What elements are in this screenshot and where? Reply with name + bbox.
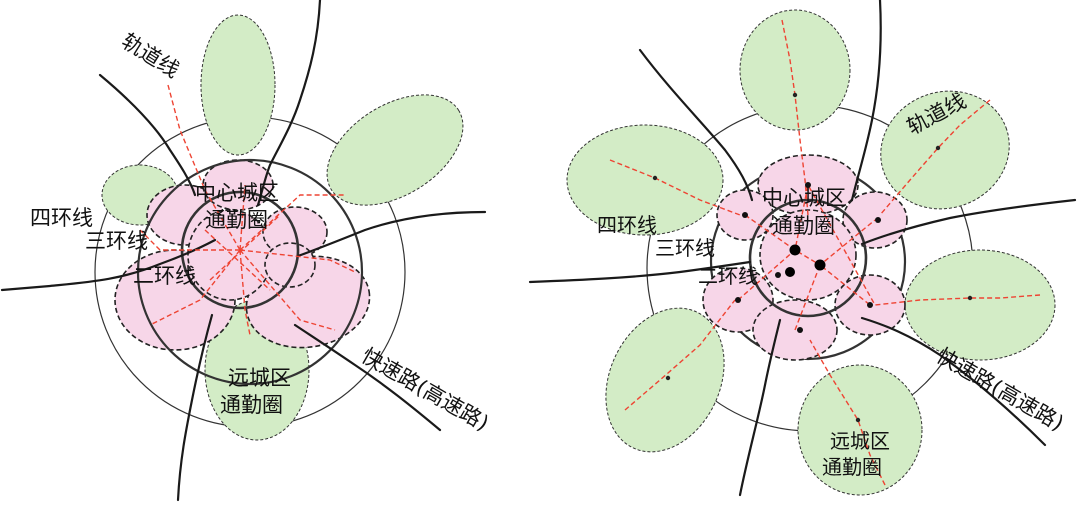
right-ring2-label: 二环线 (698, 264, 758, 288)
left-rail-line-label: 轨道线 (117, 29, 183, 83)
right-station-dot (735, 297, 741, 303)
right-outer-zone (566, 124, 724, 236)
right-station-dot (652, 175, 658, 181)
right-central-zone (759, 209, 857, 301)
right-core-station-dot (789, 244, 801, 256)
left-rail-line (204, 229, 271, 291)
left-rail-line (239, 194, 345, 251)
right-expressway (850, 0, 882, 202)
right-outer-zone (739, 9, 851, 131)
left-expressway-label: 快速路(高速路) (358, 344, 493, 436)
right-station-dot (855, 417, 861, 423)
right-rail-line (744, 214, 876, 266)
right-outer-zone (880, 90, 1010, 210)
right-station-dot (792, 92, 798, 98)
right-rail-line (609, 159, 741, 216)
left-outer-zone (326, 94, 464, 206)
left-outer-zone-label-line1: 远城区 (228, 366, 291, 390)
left-rail-line (239, 184, 246, 251)
left-outer-zone (200, 14, 276, 156)
right-outer-zone (605, 307, 725, 453)
right-rail-line (874, 294, 1041, 306)
right-central-zone-label-line2: 通勤圈 (772, 214, 835, 238)
left-outer-zone-label-line2: 通勤圈 (220, 393, 283, 417)
right-ring4-label: 四环线 (597, 213, 657, 237)
left-rail-line (167, 84, 241, 251)
right-outer-zone (797, 364, 923, 496)
right-station-dot (875, 217, 881, 223)
left-rail-line (149, 249, 241, 326)
left-expressway (98, 73, 197, 197)
right-ring2 (748, 198, 868, 318)
right-expressway (738, 318, 782, 497)
right-expressway (860, 198, 1077, 246)
right-ring3-label: 三环线 (655, 236, 715, 260)
left-ring3-label: 三环线 (85, 229, 148, 253)
right-expressway (638, 48, 754, 202)
right-rail-line (879, 99, 991, 216)
right-station-dot (867, 302, 873, 308)
left-expressway (296, 210, 487, 258)
left-central-zone-label-line2: 通勤圈 (205, 208, 268, 232)
left-rail-line (139, 229, 240, 251)
right-rail-line (737, 183, 876, 306)
right-outer-zone-label-line1: 远城区 (830, 429, 890, 453)
right-station-dot (967, 295, 973, 301)
right-central-zone-label-line1: 中心城区 (762, 186, 846, 210)
left-rail-line (239, 249, 336, 331)
right-core-station-dot (785, 267, 795, 277)
right-station-dot (665, 375, 671, 381)
left-ring2-label: 二环线 (133, 264, 196, 288)
right-rail-line (809, 339, 886, 486)
left-central-zone (202, 159, 274, 211)
right-station-dot (742, 212, 748, 218)
right-station-dot (775, 272, 781, 278)
left-expressway (0, 238, 217, 292)
left-expressway (256, 0, 322, 207)
right-outer-zone-label-line2: 通勤圈 (822, 455, 882, 479)
left-ring4-label: 四环线 (30, 206, 93, 230)
left-central-zone-label-line1: 中心城区 (195, 181, 279, 205)
left-expressway (293, 323, 442, 432)
right-expressway (860, 316, 1047, 447)
left-diagram: 轨道线 四环线 三环线 二环线 中心城区 通勤圈 远城区 通勤圈 快速路(高速路… (0, 0, 493, 502)
right-expressway (528, 260, 752, 284)
right-station-dot (935, 145, 941, 151)
right-station-dot (805, 182, 811, 188)
right-outer-zone (904, 249, 1056, 361)
right-rail-line (624, 299, 736, 411)
right-rail-line (794, 263, 871, 331)
right-rail-line (781, 19, 809, 216)
left-rail-line (239, 249, 356, 273)
left-rail-line (239, 249, 251, 336)
left-expressway (176, 313, 214, 502)
right-diagram: 轨道线 四环线 三环线 二环线 中心城区 通勤圈 远城区 通勤圈 快速路(高速路… (528, 0, 1077, 497)
right-station-dot (797, 327, 803, 333)
right-core-station-dot (814, 259, 826, 271)
